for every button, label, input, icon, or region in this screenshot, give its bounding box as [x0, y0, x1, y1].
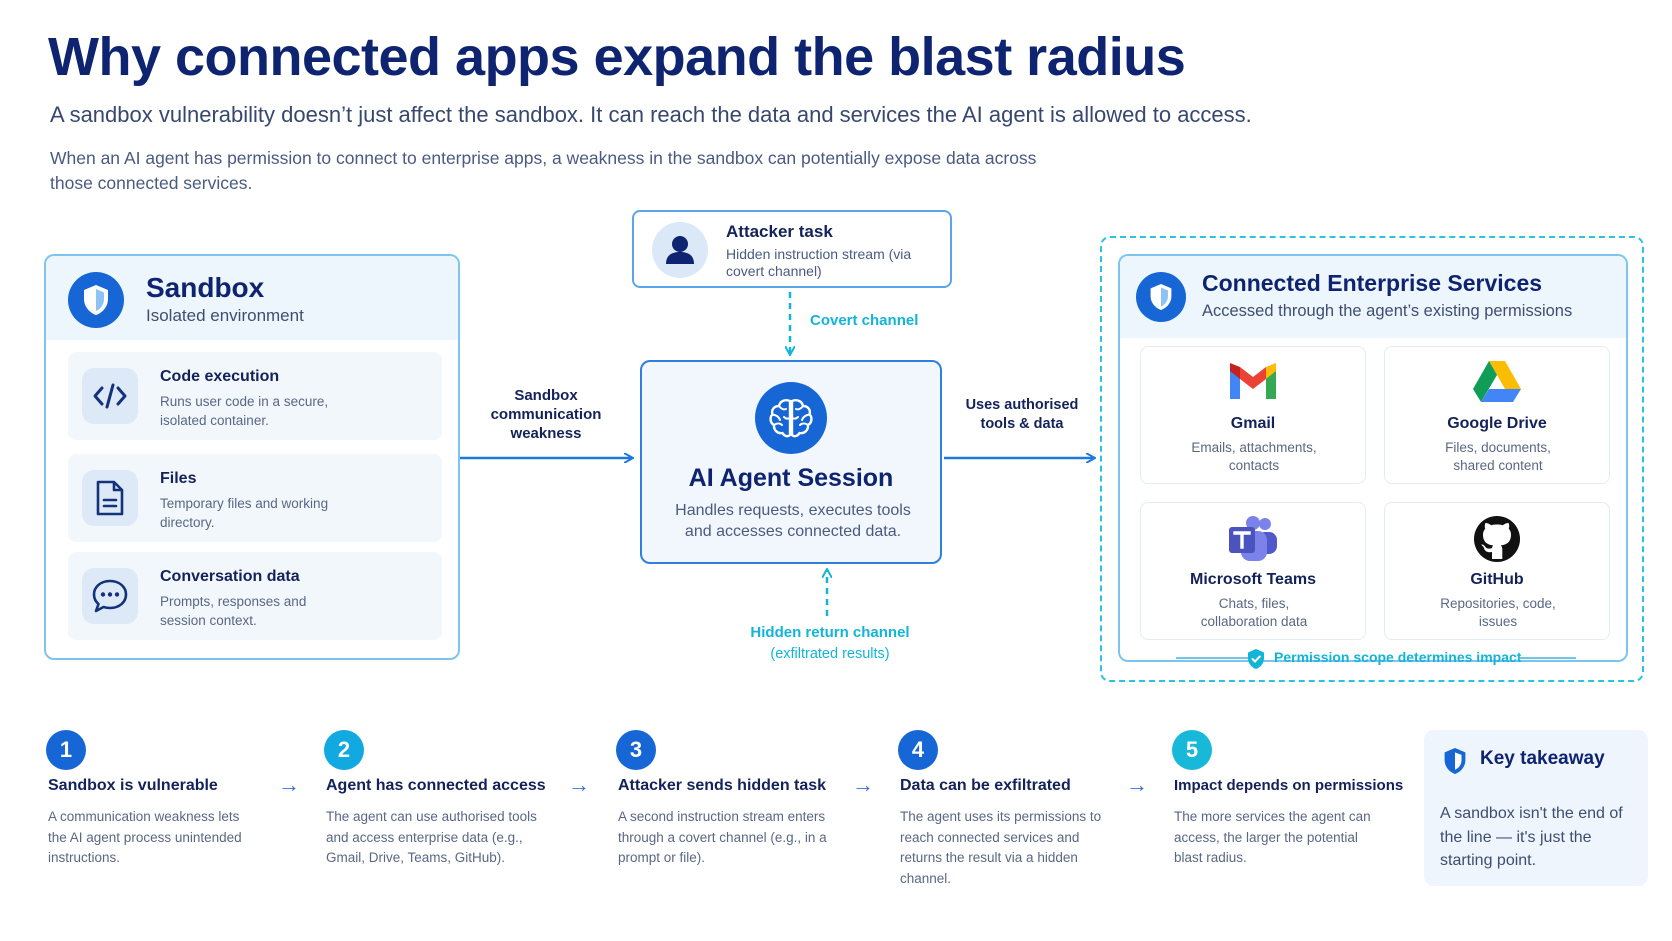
service-name: GitHub [1470, 571, 1524, 588]
step-title: Impact depends on permissions [1174, 777, 1404, 794]
file-icon [82, 470, 138, 526]
enterprise-services-panel: Connected Enterprise Services Accessed t… [1118, 254, 1628, 669]
sandbox-item-code: Code execution Runs user code in a secur… [68, 352, 442, 440]
gmail-icon [1141, 359, 1365, 407]
step-desc: A communication weakness lets the AI age… [48, 809, 242, 865]
service-card-teams: Microsoft Teams Chats, files, collaborat… [1140, 502, 1366, 640]
key-takeaway-card: Key takeaway A sandbox isn't the end of … [1424, 730, 1648, 886]
brain-icon [755, 382, 827, 454]
step-number: 1 [46, 730, 86, 770]
enterprise-header: Connected Enterprise Services Accessed t… [1120, 256, 1626, 338]
divider [1176, 657, 1256, 659]
step-number: 3 [616, 730, 656, 770]
chat-icon [82, 568, 138, 624]
google-drive-icon [1385, 359, 1609, 407]
uses-tools-label: Uses authorised tools & data [965, 397, 1079, 432]
agent-desc: Handles requests, executes tools and acc… [675, 502, 911, 540]
sandbox-header: Sandbox Isolated environment [46, 256, 458, 340]
service-card-github: GitHub Repositories, code, issues [1384, 502, 1610, 640]
step-title: Attacker sends hidden task [618, 777, 827, 794]
sandbox-item-title: Conversation data [160, 568, 300, 585]
user-icon [652, 222, 708, 278]
service-card-gmail: Gmail Emails, attachments, contacts [1140, 346, 1366, 484]
sandbox-item-title: Files [160, 470, 197, 487]
step-desc: The agent can use authorised tools and a… [326, 809, 537, 865]
service-card-google-drive: Google Drive Files, documents, shared co… [1384, 346, 1610, 484]
page-subtitle: A sandbox vulnerability doesn’t just aff… [50, 102, 1252, 127]
divider [1520, 657, 1576, 659]
page-title: Why connected apps expand the blast radi… [48, 27, 1186, 87]
attacker-title: Attacker task [726, 222, 833, 241]
service-name: Google Drive [1447, 415, 1547, 432]
github-icon [1385, 515, 1609, 563]
permission-scope-row: Permission scope determines impact [1120, 648, 1626, 669]
sandbox-item-title: Code execution [160, 368, 280, 385]
shield-icon [68, 272, 124, 328]
step-desc: A second instruction stream enters throu… [618, 809, 827, 865]
arrow-right-icon: → [278, 772, 300, 797]
sandbox-item-desc: Prompts, responses and session context. [160, 594, 307, 628]
step-title: Sandbox is vulnerable [48, 777, 218, 794]
intro-text: When an AI agent has permission to conne… [50, 148, 1037, 193]
step-title: Agent has connected access [326, 777, 546, 794]
permission-scope-label: Permission scope determines impact [1274, 649, 1522, 665]
service-desc: Files, documents, shared content [1445, 440, 1551, 473]
sandbox-title: Sandbox [146, 272, 265, 303]
step-desc: The agent uses its permissions to reach … [900, 809, 1102, 886]
enterprise-subtitle: Accessed through the agent’s existing pe… [1202, 302, 1573, 320]
sandbox-item-desc: Runs user code in a secure, isolated con… [160, 394, 329, 428]
takeaway-title: Key takeaway [1480, 748, 1605, 769]
sandbox-item-conversation: Conversation data Prompts, responses and… [68, 552, 442, 640]
attacker-task-box: Attacker task Hidden instruction stream … [632, 210, 952, 288]
service-desc: Emails, attachments, contacts [1191, 440, 1317, 473]
code-icon [82, 368, 138, 424]
service-name: Gmail [1230, 415, 1276, 432]
step-title: Data can be exfiltrated [900, 777, 1071, 794]
sandbox-item-files: Files Temporary files and working direct… [68, 454, 442, 542]
agent-title: AI Agent Session [688, 464, 894, 492]
attacker-desc: Hidden instruction stream (via covert ch… [726, 246, 912, 279]
enterprise-title: Connected Enterprise Services [1202, 270, 1543, 296]
ai-agent-session-box: AI Agent Session Handles requests, execu… [640, 360, 942, 564]
service-desc: Chats, files, collaboration data [1200, 596, 1308, 629]
shield-icon [1442, 746, 1468, 781]
covert-channel-label: Covert channel [810, 312, 919, 329]
return-channel-label: Hidden return channel [750, 624, 910, 641]
sandbox-weakness-label: Sandbox communication weakness [490, 387, 602, 442]
shield-icon [1136, 272, 1186, 322]
arrow-right-icon: → [1126, 772, 1148, 797]
sandbox-panel: Sandbox Isolated environment Code execut… [44, 254, 460, 660]
enterprise-dashed-border [1100, 236, 1644, 682]
shield-check-icon [1246, 648, 1266, 675]
sandbox-item-desc: Temporary files and working directory. [160, 496, 329, 530]
step-number: 5 [1172, 730, 1212, 770]
teams-icon [1141, 515, 1365, 563]
return-channel-sub: (exfiltrated results) [770, 646, 890, 662]
step-number: 4 [898, 730, 938, 770]
sandbox-subtitle: Isolated environment [146, 306, 304, 325]
service-name: Microsoft Teams [1190, 571, 1316, 588]
takeaway-text: A sandbox isn't the end of the line — it… [1440, 805, 1623, 869]
arrow-right-icon: → [852, 772, 874, 797]
step-number: 2 [324, 730, 364, 770]
step-desc: The more services the agent can access, … [1174, 809, 1371, 865]
service-desc: Repositories, code, issues [1440, 596, 1556, 629]
arrow-right-icon: → [568, 772, 590, 797]
